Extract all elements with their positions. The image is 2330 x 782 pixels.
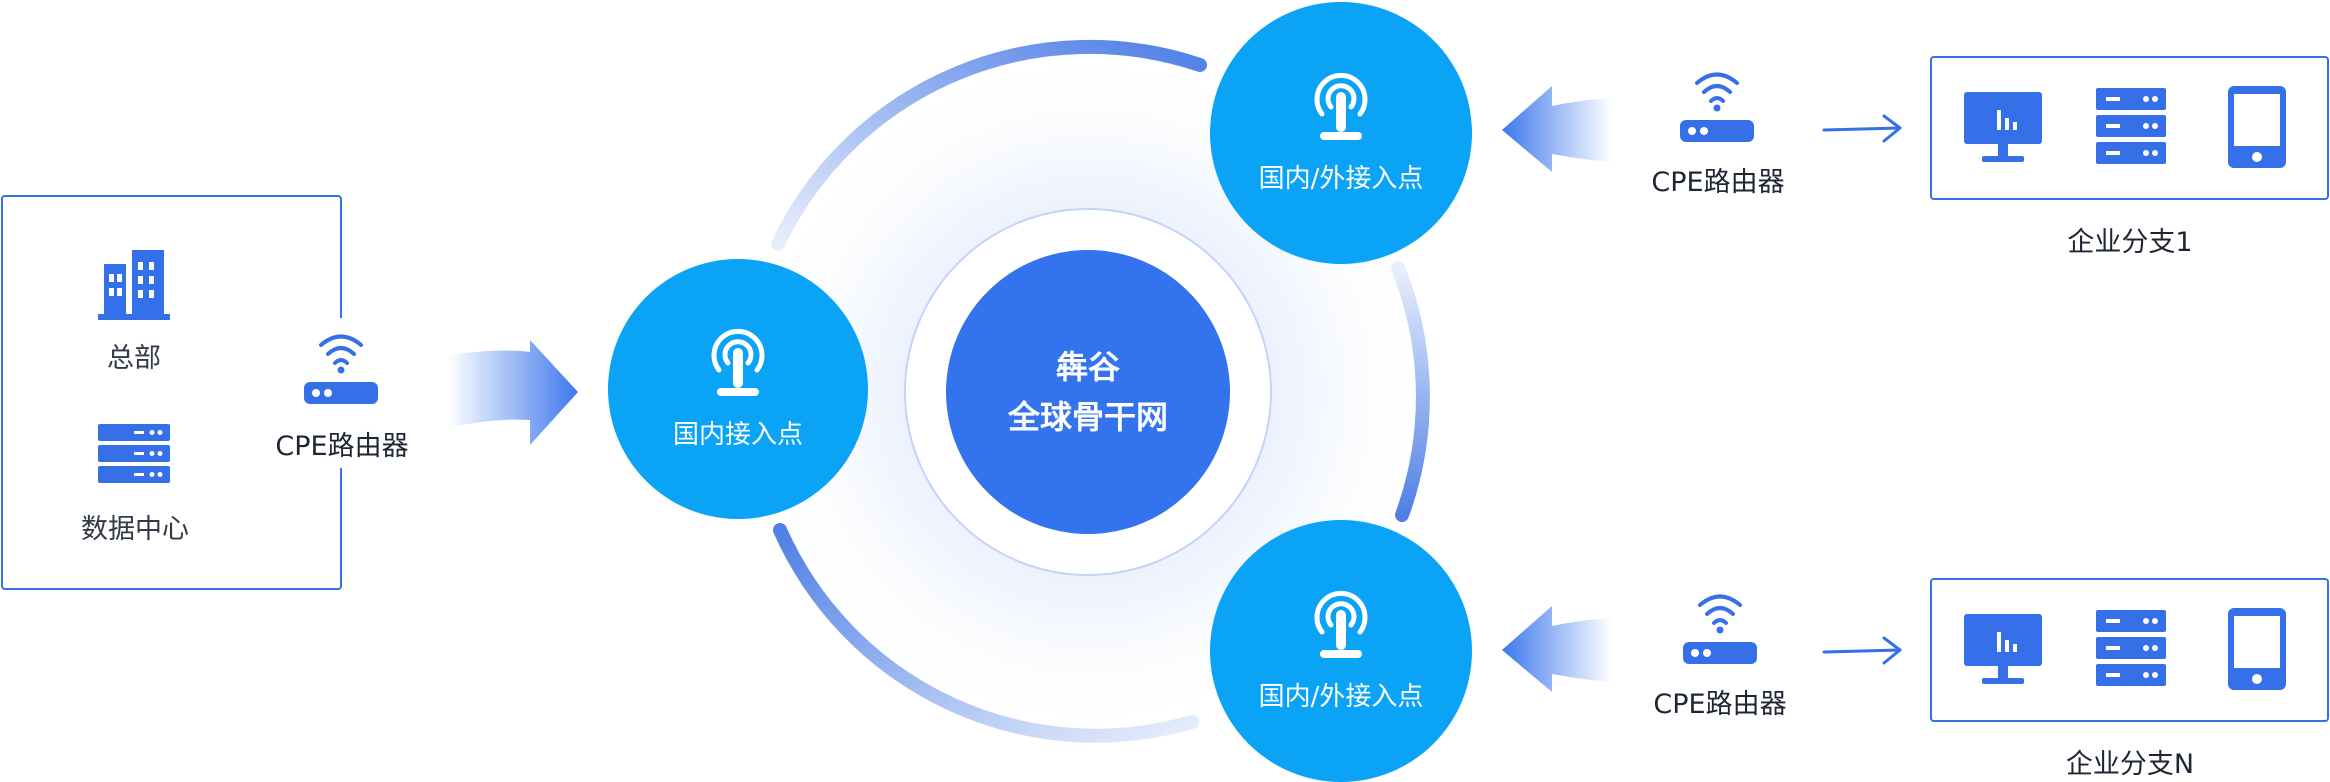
intl-node-bottom-label: 国内/外接入点 <box>1258 681 1424 712</box>
backbone-core: 犇谷 全球骨干网 <box>946 250 1230 534</box>
orbit-arc-right <box>1391 261 1430 522</box>
core-brand: 犇谷 <box>1055 348 1120 386</box>
router-icon <box>1683 594 1757 664</box>
hq-panel <box>1 195 342 590</box>
monitor-icon <box>1964 614 2042 684</box>
router-icon <box>1680 72 1754 142</box>
phone-icon <box>2228 608 2286 690</box>
arrow-icon <box>448 340 578 445</box>
arrow-icon <box>1502 606 1612 692</box>
server-icon <box>2096 88 2166 164</box>
intl-node-top-label: 国内/外接入点 <box>1258 163 1424 194</box>
datacenter-label: 数据中心 <box>81 514 189 545</box>
orbit-arc-top <box>771 39 1207 251</box>
orbit-arc-bottom <box>773 523 1199 743</box>
antenna-icon <box>1314 72 1368 140</box>
arrow-icon <box>1822 126 1902 132</box>
arrow-icon <box>1502 86 1612 172</box>
branch1-name: 企业分支1 <box>2067 227 2193 258</box>
server-icon <box>2096 610 2166 686</box>
intl-access-node-top: 国内/外接入点 <box>1210 2 1472 264</box>
building-icon <box>98 250 170 320</box>
domestic-node-label: 国内接入点 <box>672 419 803 450</box>
core-title: 全球骨干网 <box>1007 398 1168 436</box>
monitor-icon <box>1964 92 2042 162</box>
antenna-icon <box>711 328 765 396</box>
backbone-core-ring: 犇谷 全球骨干网 <box>904 208 1272 576</box>
headquarters-label: 总部 <box>107 343 161 374</box>
intl-access-node-bottom: 国内/外接入点 <box>1210 520 1472 782</box>
arrow-icon <box>1882 114 1902 143</box>
domestic-access-node: 国内接入点 <box>608 259 868 519</box>
router-icon <box>304 334 378 404</box>
arrow-icon <box>1822 648 1902 654</box>
phone-icon <box>2228 86 2286 168</box>
branchN-name: 企业分支N <box>2065 749 2195 780</box>
arrow-icon <box>1882 636 1902 665</box>
antenna-icon <box>1314 590 1368 658</box>
server-icon <box>98 424 170 483</box>
branch1-router-label: CPE路由器 <box>1651 167 1785 198</box>
hq-router-label: CPE路由器 <box>275 431 409 462</box>
branchN-router-label: CPE路由器 <box>1653 689 1787 720</box>
